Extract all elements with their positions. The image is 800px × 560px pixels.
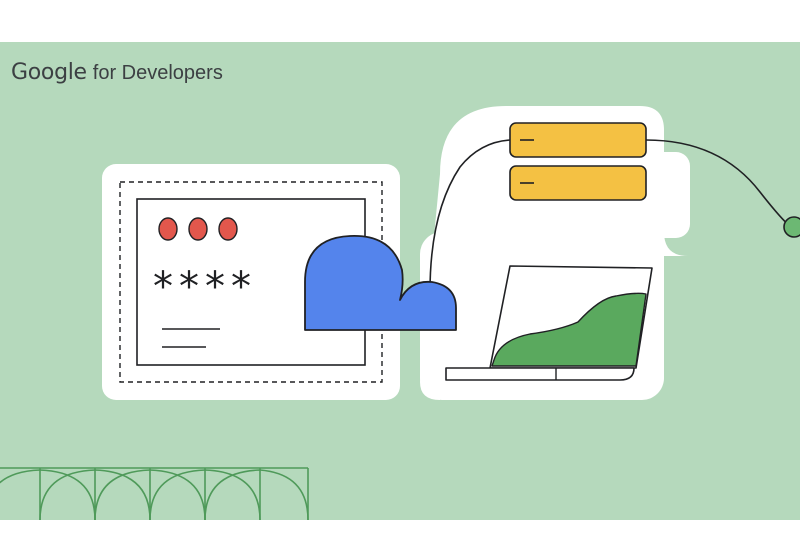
illustration: ****: [0, 106, 800, 520]
window-dot-3: [218, 217, 238, 241]
logo-suffix: for Developers: [92, 62, 223, 84]
google-for-developers-logo[interactable]: Google for Developers: [11, 60, 223, 85]
connector-cloud-server: [429, 139, 511, 293]
window-dot-2: [188, 217, 208, 241]
connector-server-node: [645, 139, 791, 227]
sticker-notch: [650, 152, 690, 238]
cloud-icon: [304, 235, 457, 331]
hero-banner: Google for Developers ****: [0, 42, 800, 520]
server-unit-2: [509, 165, 647, 201]
arch-pattern: [0, 467, 309, 520]
network-node: [783, 216, 800, 238]
laptop-base: [445, 367, 635, 381]
laptop-chart-area: [491, 292, 647, 367]
window-dot-1: [158, 217, 178, 241]
logo-google-word: Google: [11, 60, 87, 85]
password-mask: ****: [153, 264, 257, 310]
